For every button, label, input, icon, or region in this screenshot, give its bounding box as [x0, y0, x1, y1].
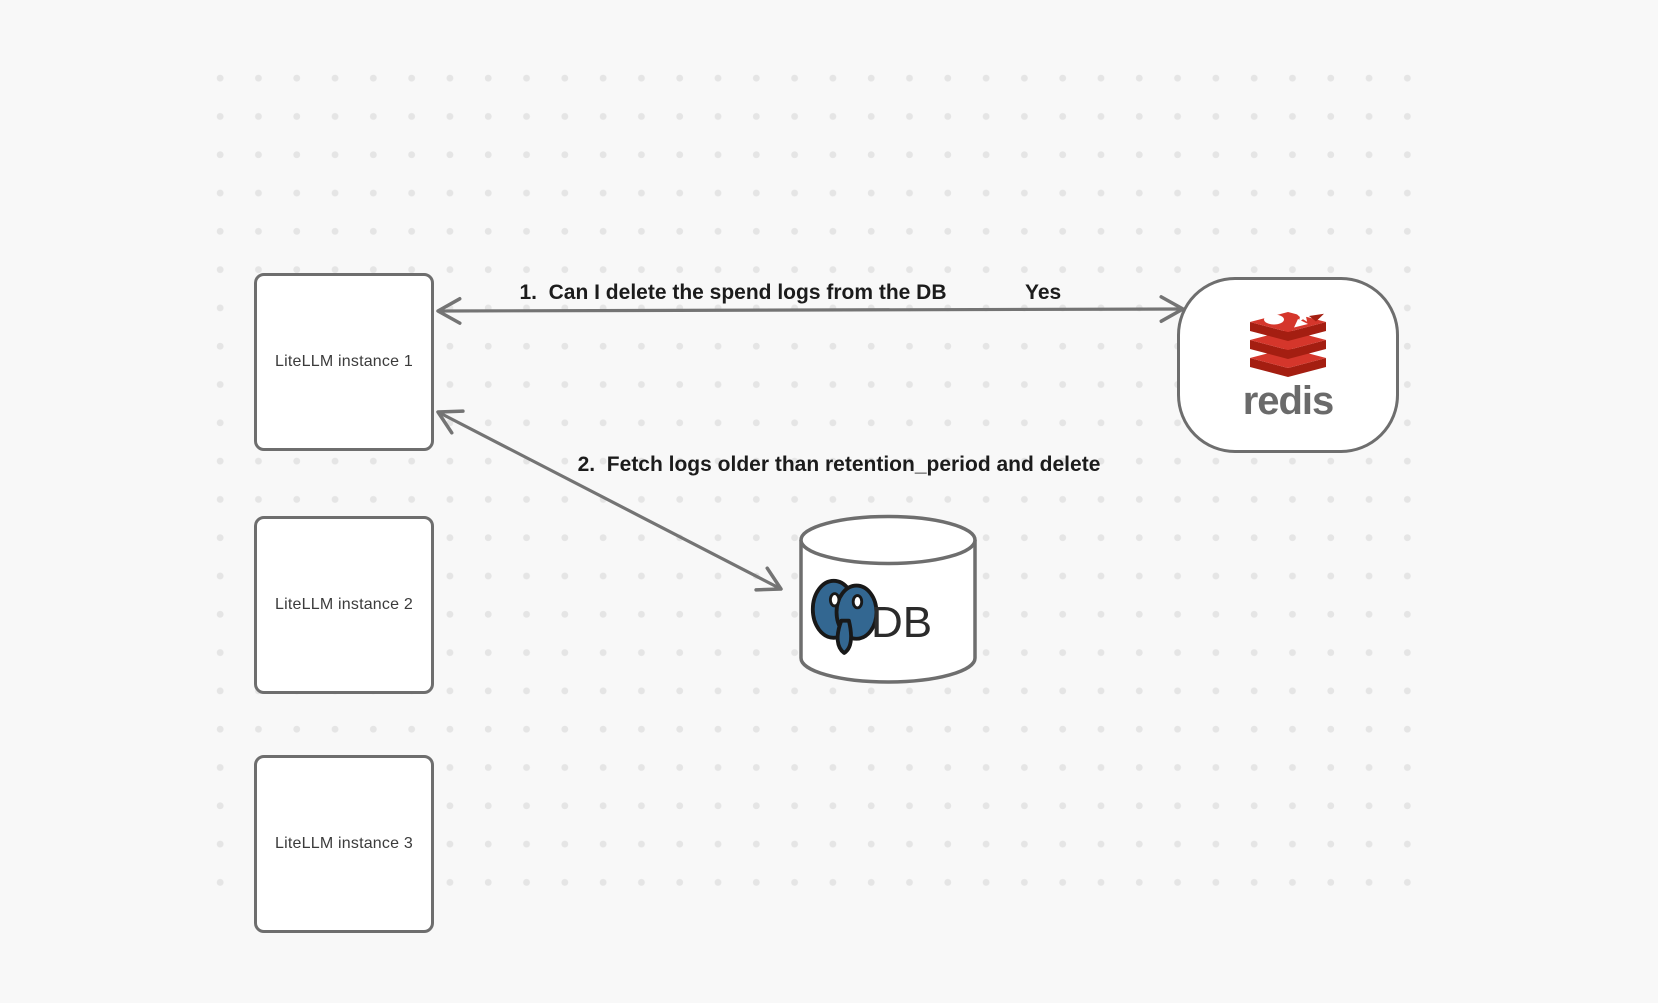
edge-arrow-redis[interactable] [436, 295, 1185, 325]
redis-wordmark: redis [1242, 378, 1335, 423]
node-label: LiteLLM instance 3 [275, 835, 413, 852]
postgresql-elephant-icon [810, 578, 879, 655]
node-label: LiteLLM instance 2 [275, 596, 413, 613]
edge-label-2[interactable]: 2. Fetch logs older than retention_perio… [577, 453, 1101, 476]
edge-arrow-db[interactable] [436, 409, 783, 592]
edge-label-1[interactable]: 1. Can I delete the spend logs from the … [519, 281, 947, 304]
node-database[interactable]: DB [797, 513, 979, 689]
node-litellm-instance-3[interactable]: LiteLLM instance 3 [254, 755, 434, 933]
node-redis[interactable]: redis [1177, 277, 1399, 453]
node-litellm-instance-2[interactable]: LiteLLM instance 2 [254, 516, 434, 694]
db-label: DB [871, 598, 932, 647]
redis-stack-icon [1250, 309, 1326, 377]
node-label: LiteLLM instance 1 [275, 353, 413, 370]
edge-label-yes[interactable]: Yes [1025, 281, 1062, 304]
node-litellm-instance-1[interactable]: LiteLLM instance 1 [254, 273, 434, 451]
